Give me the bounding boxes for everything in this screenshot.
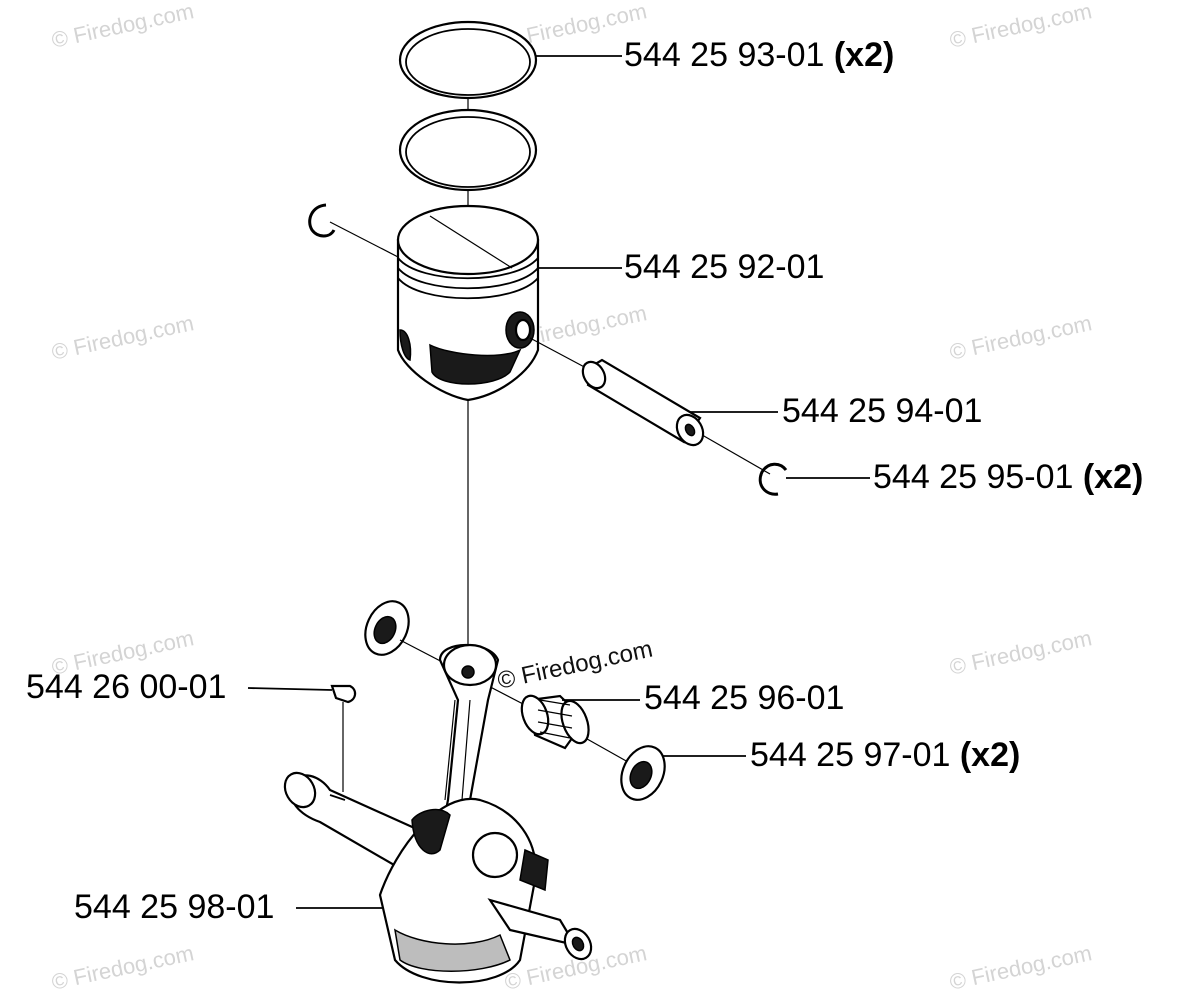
quantity: (x2) (959, 736, 1021, 774)
circlip-right (758, 462, 788, 496)
piston-pin (581, 358, 705, 447)
leader-key (247, 687, 333, 691)
callout-piston: 544 25 92-01 (624, 250, 824, 284)
needle-bearing (520, 694, 590, 750)
woodruff-key (330, 684, 357, 792)
piston (396, 204, 540, 402)
part-number: 544 26 00-01 (26, 668, 227, 706)
part-number: 544 25 98-01 (74, 888, 275, 926)
part-number: 544 25 93-01 (624, 36, 825, 74)
part-number: 544 25 96-01 (644, 679, 845, 717)
crankpin-axis (579, 734, 629, 763)
callout-ring: 544 25 93-01 (x2) (624, 38, 894, 72)
callout-washer: 544 25 97-01 (x2) (750, 738, 1020, 772)
pin-axis (529, 337, 591, 371)
part-number: 544 25 95-01 (873, 458, 1074, 496)
part-number: 544 25 92-01 (624, 248, 825, 286)
callout-crankshaft: 544 25 98-01 (74, 890, 274, 924)
callout-circlip: 544 25 95-01 (x2) (873, 460, 1143, 494)
piston-ring-bottom (398, 108, 538, 192)
callout-bearing: 544 25 96-01 (644, 681, 844, 715)
pin-axis (329, 221, 401, 259)
quantity: (x2) (833, 36, 895, 74)
circlip-left (308, 203, 336, 238)
thrust-washer-lower (620, 745, 666, 801)
callout-key: 544 26 00-01 (26, 670, 226, 704)
quantity: (x2) (1082, 458, 1144, 496)
part-number: 544 25 94-01 (782, 392, 983, 430)
thrust-washer-upper (364, 600, 410, 656)
crankshaft (283, 771, 593, 984)
piston-ring-top (398, 20, 538, 100)
part-number: 544 25 97-01 (750, 736, 951, 774)
callout-pin: 544 25 94-01 (782, 394, 982, 428)
